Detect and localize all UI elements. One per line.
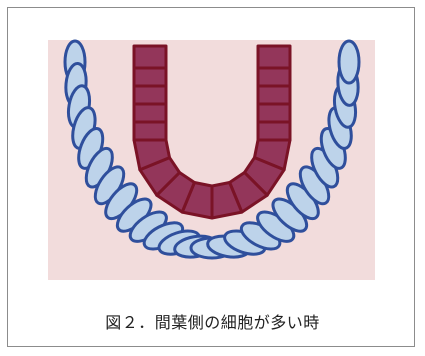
- figure-caption: 図２．間葉側の細胞が多い時: [0, 309, 425, 333]
- epithelial-cell: [134, 46, 166, 68]
- epithelial-cell: [134, 86, 166, 104]
- epithelial-cell: [134, 104, 166, 122]
- epithelial-cell: [134, 68, 166, 86]
- mesenchymal-cell: [339, 41, 359, 83]
- epithelial-cell: [134, 122, 166, 140]
- epithelial-cell: [258, 68, 290, 86]
- epithelial-cell: [258, 122, 290, 140]
- epithelial-cell: [258, 104, 290, 122]
- epithelial-cell: [258, 46, 290, 68]
- epithelial-cell: [258, 86, 290, 104]
